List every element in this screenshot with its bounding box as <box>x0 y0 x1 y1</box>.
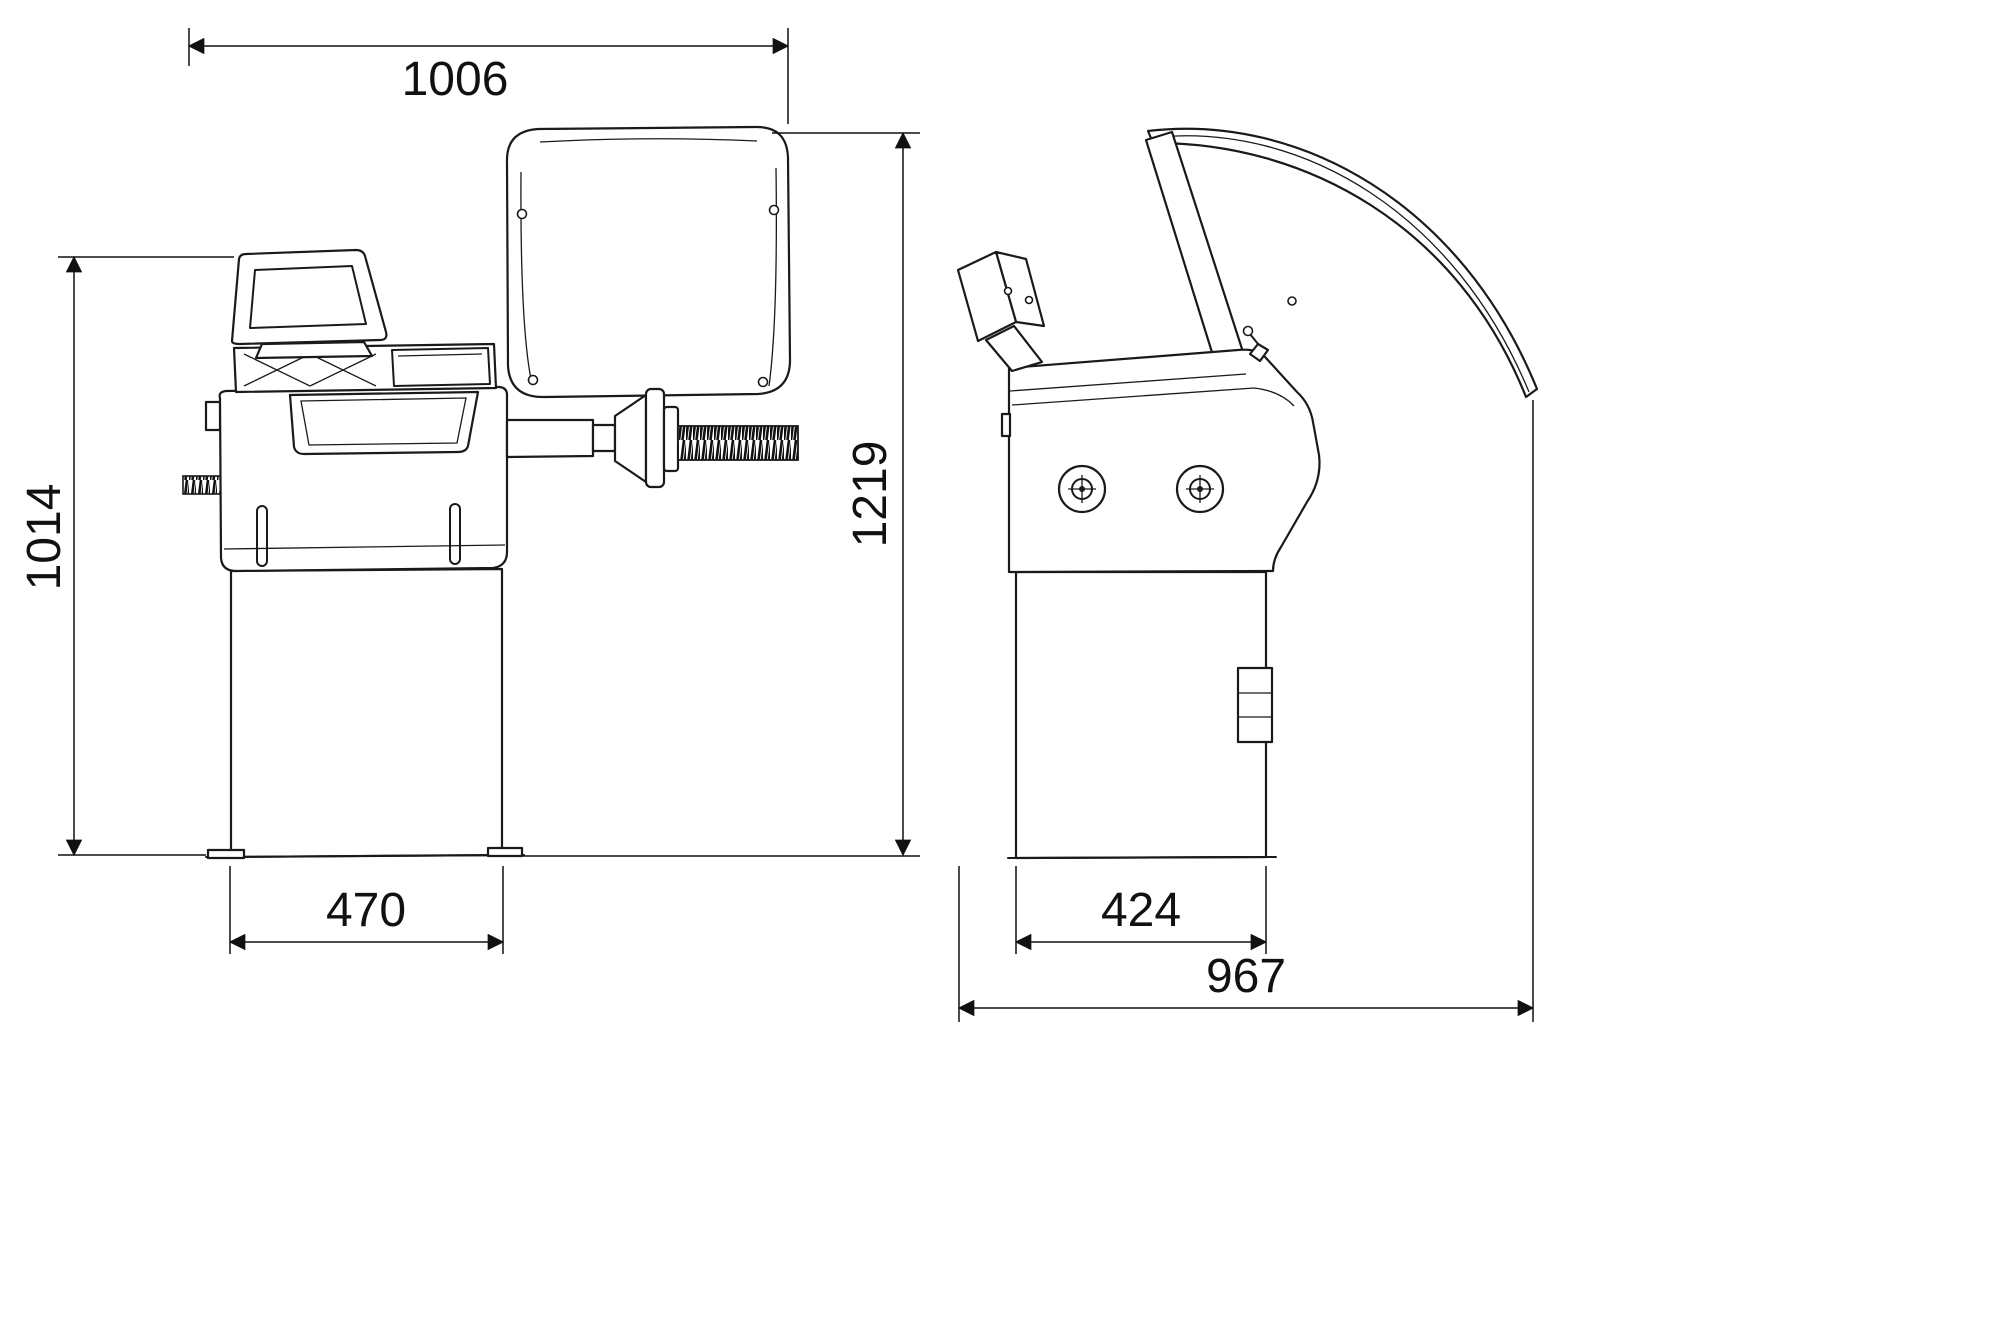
front-tray-lattice <box>243 353 377 387</box>
side-display-arm <box>984 324 1044 373</box>
dimension-front-overall-height: 1219 <box>523 131 920 857</box>
side-body-seam-1 <box>1009 373 1247 392</box>
front-pedestal <box>229 567 504 859</box>
front-hood <box>505 125 792 399</box>
dimension-front-base-width: 470 <box>228 866 505 954</box>
front-cone-adapter <box>613 393 648 484</box>
dim-label-424: 424 <box>1101 884 1181 937</box>
side-hood-inner-line <box>1157 135 1530 393</box>
side-pedestal <box>1014 570 1268 860</box>
side-body <box>1007 348 1321 574</box>
dim-label-470: 470 <box>326 884 406 937</box>
side-hood-dot <box>1287 296 1297 306</box>
front-shaft-housing <box>505 418 595 459</box>
front-hood-screw-tr <box>768 204 780 216</box>
dimension-side-base-depth: 424 <box>1014 866 1268 954</box>
front-hood-inner-top <box>539 138 758 143</box>
side-display-screw-2 <box>1024 295 1034 305</box>
front-display-stand <box>254 340 374 360</box>
dim-label-1014: 1014 <box>18 484 71 591</box>
front-base-foot-right <box>486 846 524 858</box>
side-pedestal-box-lines <box>1238 692 1272 718</box>
front-left-tab <box>204 400 222 432</box>
front-body-slot-right <box>449 503 461 565</box>
side-view <box>956 127 1539 860</box>
front-base-plate <box>205 854 525 858</box>
front-hood-screw-br <box>757 376 769 388</box>
side-knob-left <box>1057 464 1107 514</box>
side-display-front-face <box>956 250 1018 343</box>
dim-label-967: 967 <box>1206 950 1286 1003</box>
front-body-top-recess <box>288 390 480 456</box>
side-lever <box>1248 342 1270 363</box>
dimension-front-console-height: 1014 <box>18 255 234 857</box>
front-flange-disc <box>644 387 666 489</box>
front-hood-screw-tl <box>516 208 528 220</box>
dimension-side-overall-depth: 967 <box>957 400 1535 1022</box>
front-hood-inner-right <box>768 167 778 387</box>
front-display <box>230 248 388 346</box>
side-hood-arm <box>1144 130 1245 364</box>
front-threaded-shaft <box>677 425 799 461</box>
side-lever-stem <box>1249 333 1259 345</box>
front-body-recess-inner <box>300 397 467 446</box>
front-body-slot-left <box>256 505 268 567</box>
front-base-foot-left <box>206 848 246 860</box>
front-display-screen <box>249 265 367 329</box>
side-display-screw-1 <box>1003 286 1013 296</box>
front-view <box>182 125 799 860</box>
front-hood-screw-bl <box>527 374 539 386</box>
dim-label-1219: 1219 <box>844 441 897 548</box>
side-body-seam-2 <box>1011 387 1295 407</box>
side-hood-open <box>1146 127 1539 399</box>
side-body-tab <box>1000 412 1012 438</box>
front-body-seam <box>223 544 506 550</box>
dimensions: 1006 1014 1219 470 424 <box>18 28 1535 1022</box>
front-tray-compartment <box>391 347 491 387</box>
side-knob-right <box>1175 464 1225 514</box>
front-spacer <box>662 405 680 473</box>
dimension-front-overall-width: 1006 <box>187 28 790 124</box>
side-pedestal-box <box>1236 666 1274 744</box>
dim-label-1006: 1006 <box>402 53 509 106</box>
front-tray-compartment-inner <box>397 353 483 357</box>
side-lever-knob <box>1242 325 1254 337</box>
side-base-plate <box>1007 856 1277 859</box>
front-shaft-step <box>591 423 617 453</box>
